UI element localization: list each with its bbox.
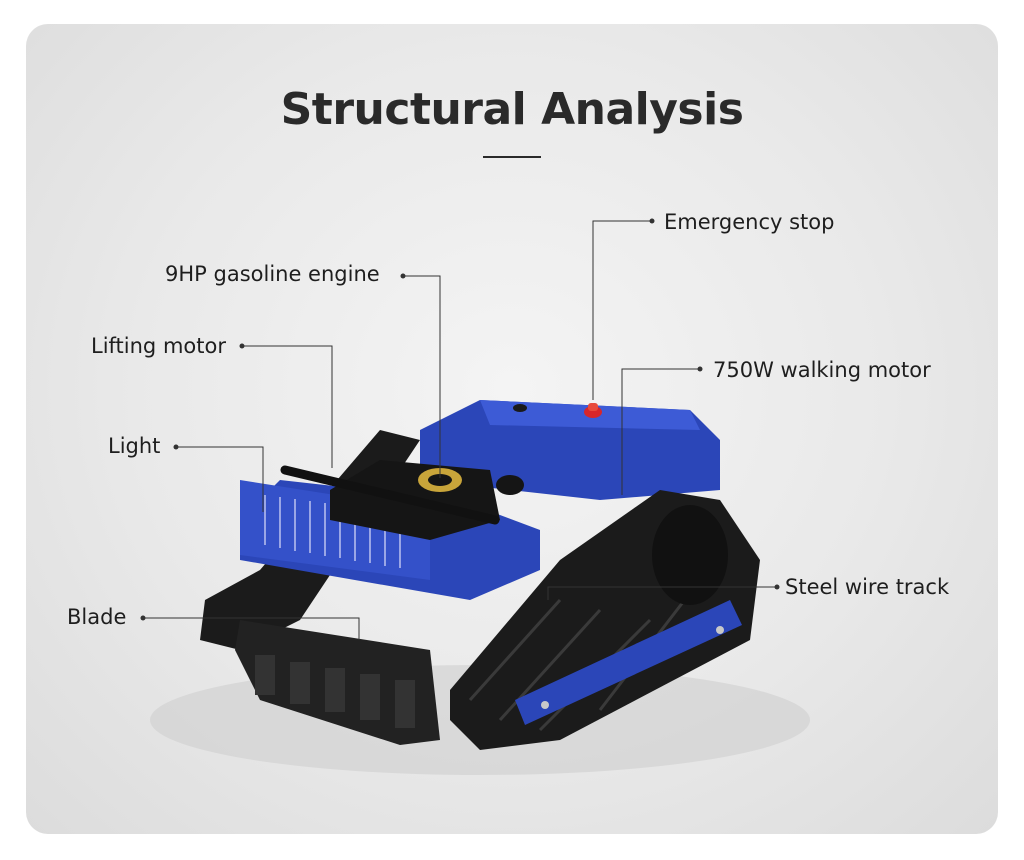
title-underline — [483, 156, 541, 158]
label-light: Light — [108, 434, 161, 458]
label-emergency-stop: Emergency stop — [664, 210, 835, 234]
label-lifting-motor: Lifting motor — [91, 334, 226, 358]
label-steel-wire-track: Steel wire track — [785, 575, 950, 599]
label-blade: Blade — [67, 605, 127, 629]
label-walking-motor: 750W walking motor — [713, 358, 931, 382]
page-title: Structural Analysis — [280, 84, 744, 135]
label-gasoline-engine: 9HP gasoline engine — [165, 262, 380, 286]
